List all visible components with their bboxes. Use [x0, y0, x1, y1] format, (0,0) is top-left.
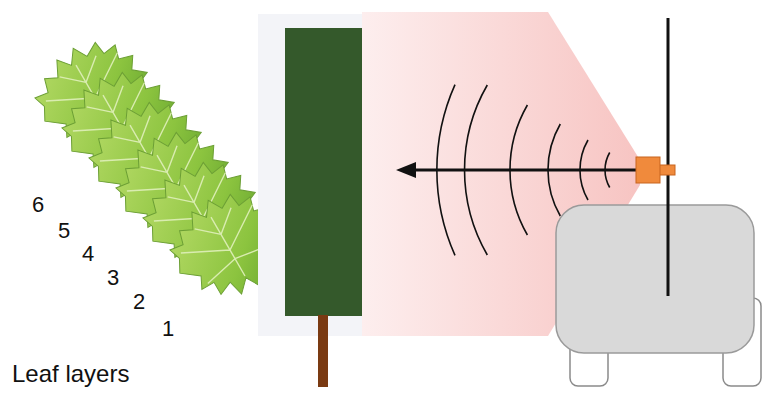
trunk: [318, 315, 328, 387]
callout-number: 2: [133, 291, 145, 313]
callout-number: 4: [82, 243, 94, 265]
callout-number: 6: [32, 194, 44, 216]
callout-number: 5: [58, 220, 70, 242]
canopy-backdrop: [258, 14, 378, 336]
arrow-head: [396, 162, 416, 178]
caption-label: Leaf layers: [12, 362, 129, 386]
signal-arrow: [412, 169, 636, 172]
canopy: [285, 28, 362, 316]
sensor: [636, 157, 675, 183]
callout-number: 3: [107, 267, 119, 289]
sensor-mast: [667, 18, 670, 296]
callout-number: 1: [162, 318, 174, 340]
tractor: [556, 205, 761, 386]
